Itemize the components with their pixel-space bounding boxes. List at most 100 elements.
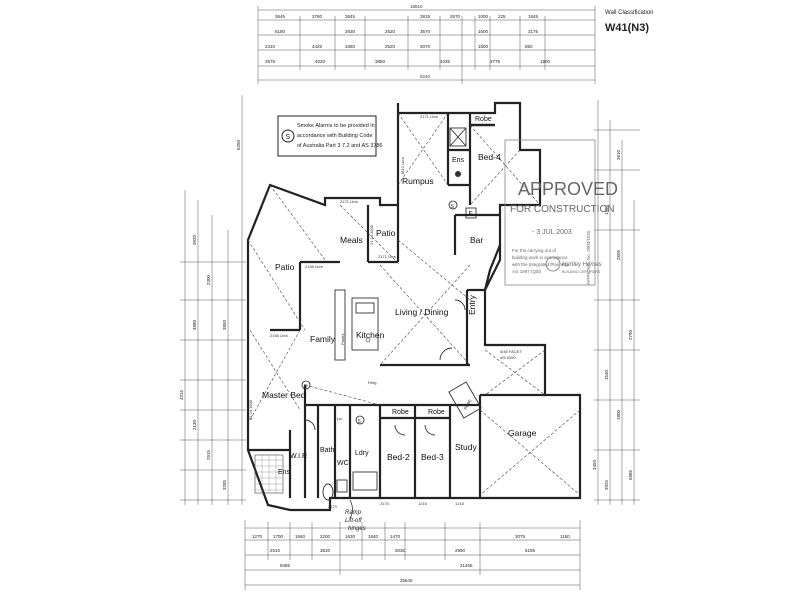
stamp-for-construction: FOR CONSTRUCTION (510, 204, 614, 215)
smoke-alarm-marker-2 (301, 380, 311, 390)
fridge-box (465, 207, 477, 219)
top-dimensions: 18810 6240 3645 3780 3645 3815 2670 (257, 4, 596, 84)
door-arc-1 (439, 347, 453, 361)
note-line2: accordance with Building Code (297, 133, 373, 139)
dim-l-8: 3285 (222, 479, 227, 490)
dim-b1-7: 3075 (515, 534, 526, 539)
dim-bottom-overall: 25640 (400, 578, 413, 583)
dim-r-2: 2605 (616, 249, 621, 260)
dim-l-5: 4315 (179, 389, 184, 400)
label-patio-top: Patio (376, 228, 396, 238)
dim-t4-3: 1035 (440, 59, 451, 64)
note-line1: Smoke Alarms to be provided in (297, 123, 375, 129)
laundry-tub (352, 471, 378, 491)
door-arc-5 (304, 419, 316, 431)
wc-pan (336, 479, 348, 493)
dim-t4-1: 4020 (315, 59, 326, 64)
dim-t3-1: 4425 (312, 44, 323, 49)
kitchen-sink (355, 302, 375, 314)
dim-b1-8: 1150 (560, 534, 570, 539)
stamp-text3: with the Integrated Planning (512, 262, 568, 267)
dim-t3-2: 3350 (345, 44, 356, 49)
tag-bottom-0: 2170 (328, 504, 338, 509)
door-arc-4 (424, 424, 436, 436)
dim-t2-3: 3570 (420, 29, 431, 34)
stamp-company-sub: BUILDING CERTIFIERS (562, 270, 601, 274)
dim-top-overall: 18810 (410, 4, 423, 9)
label-bath: Bath (320, 447, 335, 454)
label-ens-bottom: Ens (278, 469, 291, 476)
label-bar: Bar (470, 235, 483, 245)
dim-b3-1: 21455 (460, 563, 473, 568)
dim-t1-7: 1845 (528, 14, 539, 19)
outer-walls (246, 101, 582, 512)
smoke-alarm-marker-2-letter: S (304, 384, 308, 390)
dim-r-3: 2790 (628, 329, 633, 340)
tag-7: 21 24 1800 (248, 399, 253, 420)
dim-b1-6: 1470 (390, 534, 401, 539)
dim-r-7: 3925 (604, 479, 609, 490)
dim-t1-4: 2670 (450, 14, 461, 19)
dim-l-7: 2915 (206, 449, 211, 460)
dim-t3-3: 2520 (385, 44, 396, 49)
label-garage: Garage (508, 428, 537, 438)
dim-r-6: 3450 (592, 459, 597, 470)
dim-r-8: 5885 (628, 469, 633, 480)
door-arc-3 (394, 424, 406, 436)
dim-t3-0: 2310 (265, 44, 276, 49)
stamp-text2: building work in accordance (512, 255, 568, 260)
smoke-alarm-marker-3 (355, 415, 365, 425)
toilet-top (455, 171, 461, 177)
note-line3: of Australia Part 3.7.2 and AS 3786 (297, 143, 383, 149)
door-arc-2 (454, 299, 466, 311)
dim-r-5: 1800 (616, 409, 621, 420)
dim-t1-1: 3780 (312, 14, 323, 19)
dim-l-3: 3850 (222, 319, 227, 330)
wall-classification-header: Wall Classification W41(N3) (605, 10, 653, 34)
dim-t4-5: 1900 (540, 59, 551, 64)
fridge-letter: F (469, 211, 473, 218)
dim-l-1: 2300 (206, 274, 211, 285)
label-bed2: Bed-2 (387, 452, 410, 462)
label-meals: Meals (340, 235, 363, 245)
stamp-text1: For the carrying out of (512, 248, 557, 253)
dim-l-6: 2130 (192, 419, 197, 430)
label-wc: WC (337, 460, 349, 467)
interior-walls (248, 113, 545, 498)
tag-4: 2156 Lbrs (270, 333, 288, 338)
dim-t2-5: 3175 (528, 29, 539, 34)
bottom-dimensions: 1270 1700 1660 2200 1630 1840 1470 3075 … (244, 520, 581, 590)
dim-b1-0: 1270 (252, 534, 263, 539)
dim-b1-1: 1700 (273, 534, 284, 539)
dim-r-0: 3610 (616, 149, 621, 160)
smoke-alarm-marker-1-letter: S (451, 204, 455, 210)
dim-t4-4: 3775 (490, 59, 501, 64)
dim-t1-0: 3645 (275, 14, 286, 19)
smoke-alarm-icon (281, 129, 295, 143)
stamp-vertical: APPROVAL No. 2003/1025 (586, 230, 591, 285)
dim-t1-5: 1000 (478, 14, 489, 19)
dim-t2-2: 2520 (385, 29, 396, 34)
label-bed4: Bed-4 (478, 152, 501, 162)
stamp-date: - 3 JUL 2003 (532, 229, 572, 236)
label-robe-b2: Robe (392, 409, 409, 416)
tag-8: 3/45 FACET (500, 349, 522, 354)
label-family: Family (310, 334, 336, 344)
dim-t1-2: 3645 (345, 14, 356, 19)
dim-t3-6: 850 (525, 44, 533, 49)
dim-t1-6: 225 (498, 14, 506, 19)
dim-t3-4: 3070 (420, 44, 431, 49)
stamp-text4: Act 1997 (Qld) (512, 269, 542, 274)
dim-r-4: 1540 (604, 369, 609, 380)
label-patio-left: Patio (275, 262, 295, 272)
robe-cupboard (448, 381, 482, 419)
label-refg: Refg (368, 380, 376, 385)
bathtub (322, 483, 334, 501)
label-robe-vertical: ROBE (463, 398, 473, 411)
dim-b2-0: 2510 (270, 548, 281, 553)
dim-t2-4: 1600 (478, 29, 489, 34)
tag-2: 2171 Lbrs (378, 254, 396, 259)
label-ldry: Ldry (355, 450, 369, 457)
label-pantry: Pantry (340, 333, 345, 345)
left-dimensions: 3920 2300 4880 3850 6250 4315 2130 2915 … (179, 95, 246, 505)
